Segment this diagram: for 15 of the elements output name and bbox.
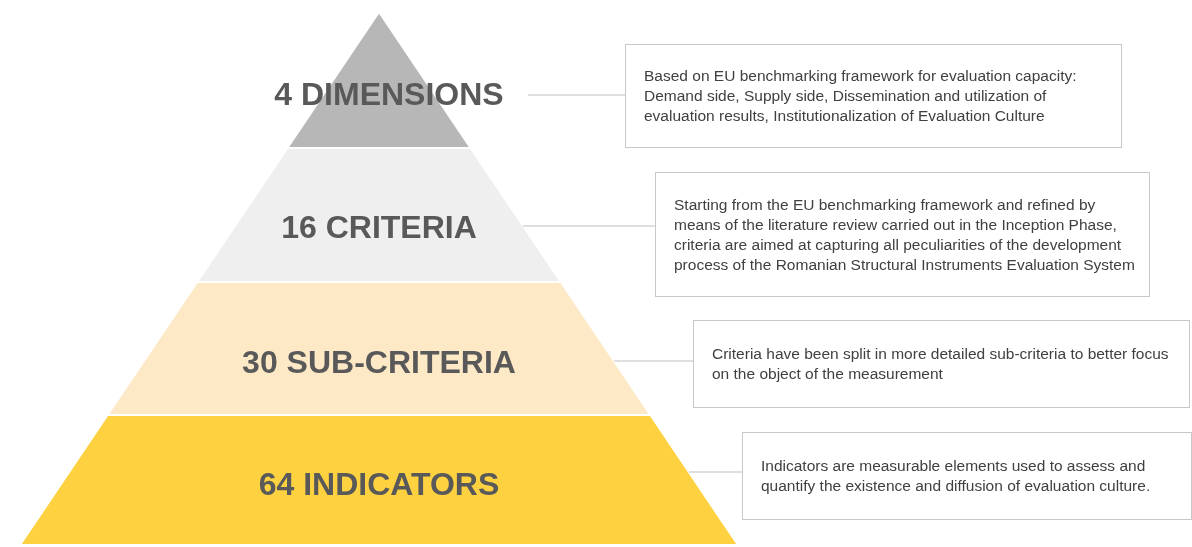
description-text: Starting from the EU benchmarking framework and refined by means of the literature review carried out in the Inception Phase, criteria are aimed at capturing all peculiarities of the development process of the Romanian Structural Instruments Evaluation System (674, 194, 1136, 275)
description-box (693, 320, 1190, 408)
leader-line (613, 360, 694, 362)
description-text: Criteria have been split in more detailed sub-criteria to better focus on the object of the measurement (712, 344, 1170, 384)
leader-line (527, 94, 626, 96)
leader-line (522, 225, 656, 227)
level-heading: 30 SUB-CRITERIA (242, 344, 516, 380)
description-box (655, 172, 1150, 297)
description-text: Based on EU benchmarking framework for evaluation capacity: Demand side, Supply side, Dissemination and utilization of evaluation results, Institutionalization of Evaluation Culture (644, 66, 1078, 126)
description-box (742, 432, 1192, 520)
description-box (625, 44, 1122, 148)
description-text: Indicators are measurable elements used to assess and quantify the existence and diffusion of evaluation culture. (761, 456, 1152, 496)
level-heading: 64 INDICATORS (258, 466, 500, 502)
level-heading: 16 CRITERIA (281, 209, 477, 245)
leader-line (688, 471, 743, 473)
